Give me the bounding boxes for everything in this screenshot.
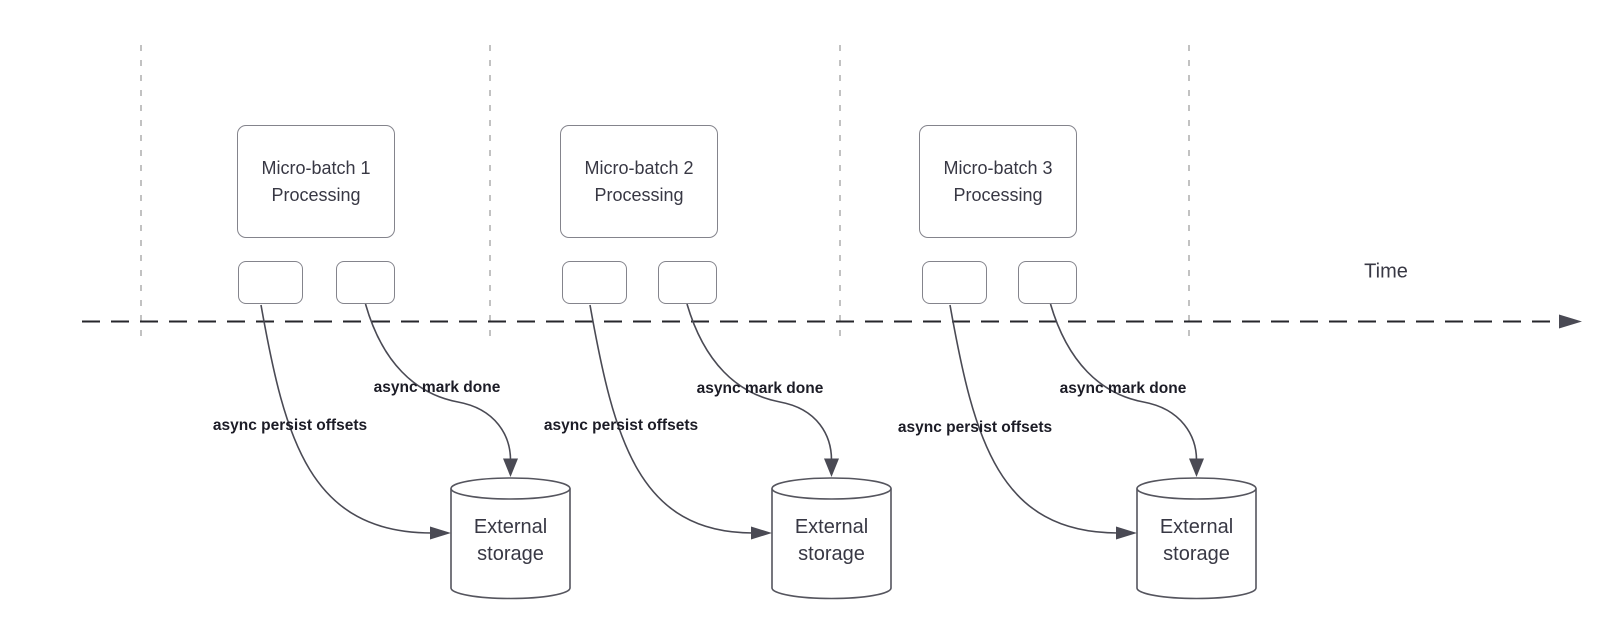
external-storage-cylinder bbox=[771, 477, 892, 600]
micro-batch-box-title-line1: Micro-batch 1 bbox=[261, 157, 371, 178]
micro-batch-box-title-line2: Processing bbox=[953, 184, 1043, 205]
external-storage-label-line2: storage bbox=[798, 543, 865, 565]
mark-done-task-box bbox=[336, 261, 395, 304]
persist-offsets-arrowhead bbox=[1116, 526, 1137, 540]
persist-offsets-task-box bbox=[562, 261, 627, 304]
mark-done-label: async mark done bbox=[696, 380, 824, 397]
mark-done-task-box bbox=[1018, 261, 1077, 304]
external-storage-label: External storage bbox=[772, 489, 891, 593]
micro-batch-box-title-line1: Micro-batch 2 bbox=[584, 157, 694, 178]
external-storage-cylinder-top bbox=[450, 477, 571, 500]
micro-batch-1-box: Micro-batch 1 Processing bbox=[237, 125, 395, 238]
external-storage-label-line2: storage bbox=[477, 543, 544, 565]
mark-done-arrow-curve bbox=[364, 303, 512, 461]
persist-offsets-label: async persist offsets bbox=[543, 417, 699, 434]
persist-offsets-task-box bbox=[238, 261, 303, 304]
time-axis-label: Time bbox=[1364, 260, 1408, 283]
micro-batch-2-arrows bbox=[589, 303, 839, 540]
micro-batch-3-arrows bbox=[949, 303, 1204, 540]
persist-offsets-arrow-curve bbox=[260, 304, 433, 534]
external-storage-cylinder-body bbox=[450, 488, 571, 600]
external-storage-label-line2: storage bbox=[1163, 543, 1230, 565]
persist-offsets-arrowhead bbox=[430, 526, 451, 540]
persist-offsets-task-box bbox=[922, 261, 987, 304]
micro-batch-box-title-line2: Processing bbox=[594, 184, 684, 205]
external-storage-cylinder bbox=[1136, 477, 1257, 600]
persist-offsets-arrowhead bbox=[751, 526, 772, 540]
micro-batch-3-box: Micro-batch 3 Processing bbox=[919, 125, 1077, 238]
mark-done-arrowhead bbox=[503, 458, 518, 477]
external-storage-cylinder bbox=[450, 477, 571, 600]
mark-done-task-box bbox=[658, 261, 717, 304]
persist-offsets-arrow-curve bbox=[589, 304, 754, 534]
mark-done-label: async mark done bbox=[1059, 380, 1187, 397]
micro-batch-box-title-line1: Micro-batch 3 bbox=[943, 157, 1053, 178]
time-axis-arrowhead bbox=[1559, 314, 1582, 329]
external-storage-label-line1: External bbox=[473, 516, 548, 538]
external-storage-cylinder-body bbox=[1136, 488, 1257, 600]
micro-batch-box-title-line2: Processing bbox=[271, 184, 361, 205]
external-storage-cylinder-top bbox=[1136, 477, 1257, 500]
external-storage-label: External storage bbox=[451, 489, 570, 593]
external-storage-cylinder-top bbox=[771, 477, 892, 500]
external-storage-label: External storage bbox=[1137, 489, 1256, 593]
mark-done-arrow-curve bbox=[1049, 303, 1198, 461]
persist-offsets-label: async persist offsets bbox=[212, 417, 368, 434]
mark-done-arrow-curve bbox=[686, 303, 833, 461]
micro-batch-2-box: Micro-batch 2 Processing bbox=[560, 125, 718, 238]
mark-done-label: async mark done bbox=[373, 379, 501, 396]
persist-offsets-arrow-curve bbox=[949, 304, 1119, 534]
external-storage-label-line1: External bbox=[1159, 516, 1234, 538]
mark-done-arrowhead bbox=[824, 458, 839, 477]
external-storage-cylinder-body bbox=[771, 488, 892, 600]
mark-done-arrowhead bbox=[1189, 458, 1204, 477]
external-storage-label-line1: External bbox=[794, 516, 869, 538]
persist-offsets-label: async persist offsets bbox=[897, 419, 1053, 436]
micro-batch-1-arrows bbox=[260, 303, 518, 540]
